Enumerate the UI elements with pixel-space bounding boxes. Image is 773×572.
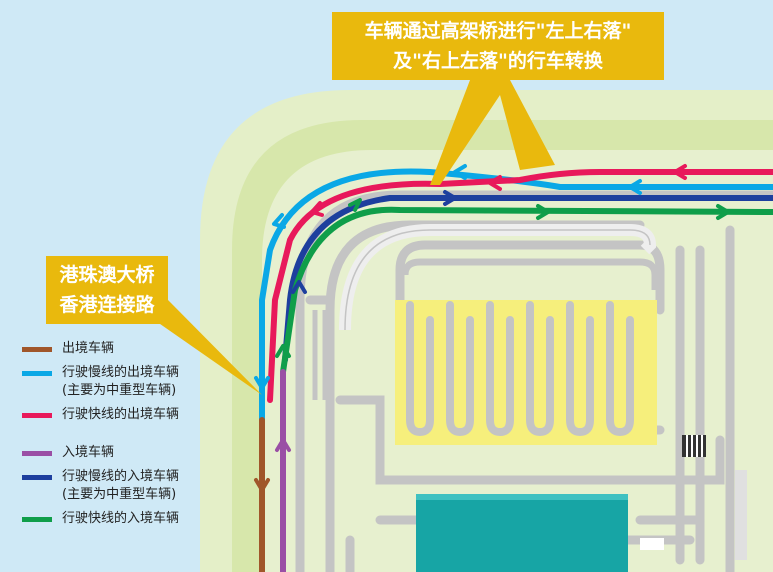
callout-left-pointer: [140, 300, 262, 395]
route-inbound-fast: [280, 206, 773, 375]
route-inbound-slow: [282, 195, 773, 363]
route-arrows: [254, 164, 730, 492]
arrow-up-icon: [291, 280, 307, 294]
legend-swatch: [22, 517, 52, 522]
gate-stripes: [682, 435, 706, 457]
arrow-down-left-icon: [272, 213, 286, 229]
arrow-down-icon: [254, 478, 270, 492]
callout-top-pointer: [430, 80, 555, 185]
arrow-up-icon: [275, 438, 291, 452]
small-white-block: [640, 538, 664, 550]
legend-item-inbound-fast: 行驶快线的入境车辆: [22, 510, 179, 528]
zigzag-lanes: [406, 301, 634, 437]
arrow-left-icon: [488, 175, 502, 191]
upper-loop: [401, 258, 659, 290]
callout-top-line2: 及"右上左落"的行车转换: [393, 50, 603, 72]
teal-building-top: [416, 494, 628, 500]
legend-item-outbound-fast: 行驶快线的出境车辆: [22, 406, 179, 424]
route-lines: [259, 168, 773, 572]
legend-item-outbound: 出境车辆: [22, 340, 179, 358]
legend-swatch: [22, 413, 52, 418]
callout-top-line1: 车辆通过高架桥进行"左上右落": [364, 20, 632, 42]
legend-swatch: [22, 451, 52, 456]
right-structure: [735, 470, 747, 560]
legend-label: 入境车辆: [62, 445, 115, 460]
arrow-right-icon: [536, 204, 550, 220]
callout-hk-link-road: 港珠澳大桥 香港连接路: [46, 256, 168, 324]
legend-label: 出境车辆: [62, 341, 115, 356]
legend: 出境车辆 行驶慢线的出境车辆 (主要为中重型车辆) 行驶快线的出境车辆 入境车辆…: [22, 340, 179, 534]
route-outbound-slow: [259, 168, 773, 423]
arrow-up-right-icon: [348, 198, 362, 212]
arrow-left-icon: [673, 164, 687, 180]
teal-building: [416, 494, 628, 572]
callout-left-line2: 香港连接路: [59, 294, 155, 316]
legend-label: 行驶快线的出境车辆: [62, 407, 180, 422]
callout-elevated-interchange: 车辆通过高架桥进行"左上右落" 及"右上左落"的行车转换: [332, 12, 664, 80]
route-outbound-fast: [267, 169, 773, 403]
legend-item-inbound-slow: 行驶慢线的入境车辆 (主要为中重型车辆): [22, 468, 179, 504]
arrow-left-icon: [628, 179, 642, 195]
legend-label: 行驶慢线的出境车辆: [62, 365, 180, 380]
arrow-right-icon: [443, 190, 457, 206]
arrow-left-icon: [453, 164, 467, 180]
legend-item-outbound-slow: 行驶慢线的出境车辆 (主要为中重型车辆): [22, 364, 179, 400]
legend-swatch: [22, 347, 52, 352]
ramp-edge: [344, 229, 651, 331]
callout-left-line1: 港珠澳大桥: [59, 264, 155, 286]
legend-label: 行驶慢线的入境车辆: [62, 469, 180, 484]
legend-item-inbound: 入境车辆: [22, 444, 179, 462]
arrow-down-icon: [254, 376, 270, 390]
legend-sublabel: (主要为中重型车辆): [62, 383, 177, 398]
legend-swatch: [22, 475, 52, 480]
side-lanes: [312, 310, 328, 400]
arrow-down-left-icon: [310, 201, 324, 217]
arrow-right-icon: [716, 204, 730, 220]
legend-label: 行驶快线的入境车辆: [62, 511, 180, 526]
legend-swatch: [22, 371, 52, 376]
arrow-up-icon: [275, 344, 291, 358]
legend-sublabel: (主要为中重型车辆): [62, 487, 177, 502]
